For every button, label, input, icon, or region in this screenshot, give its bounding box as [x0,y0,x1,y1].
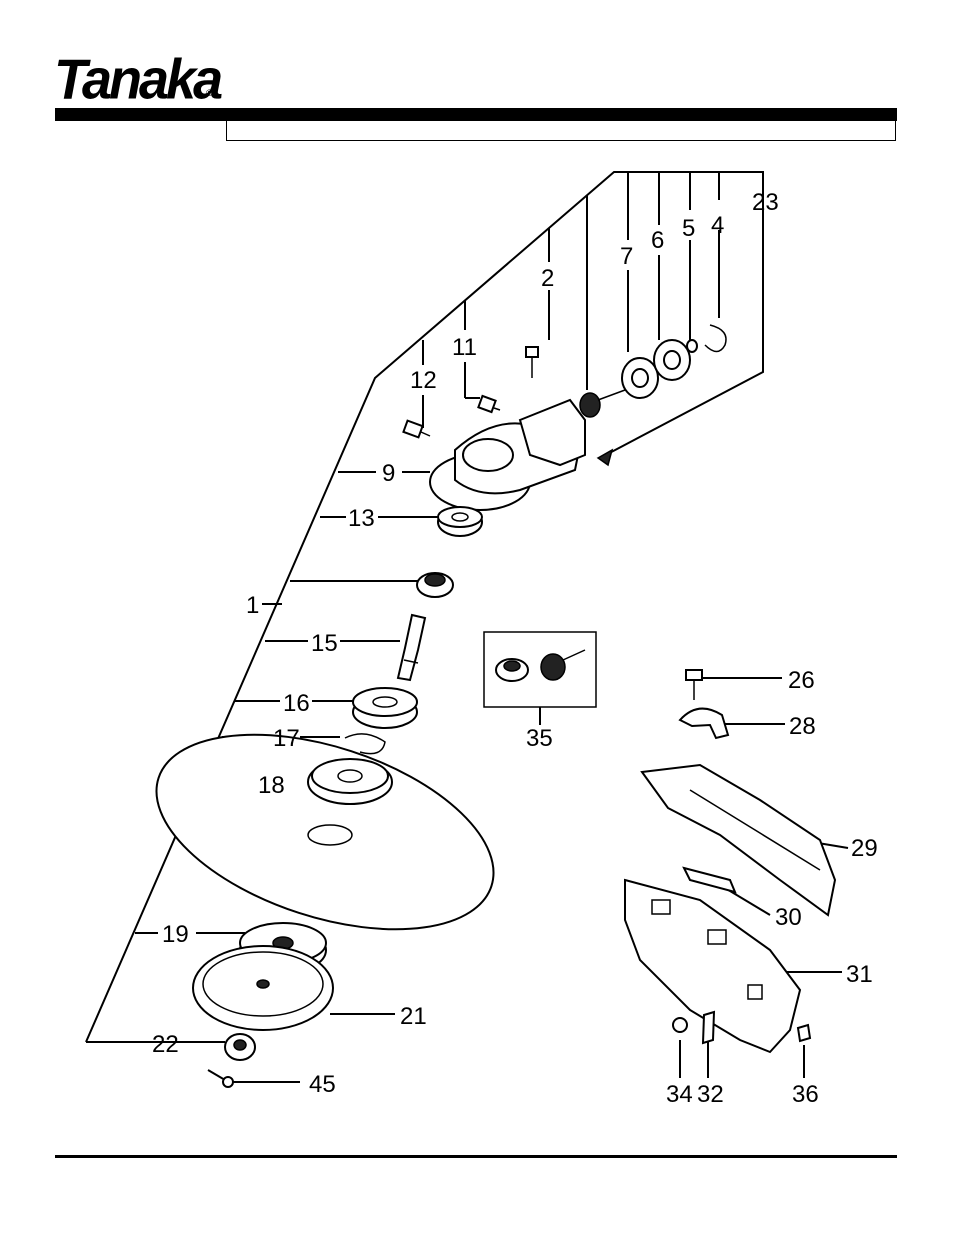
bearing-16 [353,688,417,728]
callout-30: 30 [775,904,802,931]
callout-34: 34 [666,1081,693,1108]
callout-9: 9 [382,460,395,487]
washer-32 [703,1012,714,1043]
callout-21: 21 [400,1003,427,1030]
callout-35: 35 [526,725,553,752]
bearing-13 [438,507,482,536]
footer-rule [55,1155,897,1158]
bolt-12 [403,421,430,438]
callout-36: 36 [792,1081,819,1108]
holder-18 [308,759,392,804]
bolt-11 [478,396,500,412]
callout-16: 16 [283,690,310,717]
washer-5 [687,340,697,352]
callout-1: 1 [246,592,259,619]
callout-29: 29 [851,835,878,862]
gear-case-assembly [430,400,585,510]
callout-12: 12 [410,367,437,394]
callout-23: 23 [752,189,779,216]
callout-15: 15 [311,630,338,657]
callout-11: 11 [452,334,477,361]
clamp-28 [680,709,728,738]
bolt-2 [526,347,538,378]
cup-21 [193,946,333,1030]
pinion-gear [580,390,625,417]
callout-4: 4 [711,212,724,239]
callout-2: 2 [541,265,554,292]
callout-13: 13 [348,505,375,532]
callout-31: 31 [846,961,873,988]
bearing-7 [622,358,658,398]
callout-32: 32 [697,1081,724,1108]
nut-22 [225,1034,255,1060]
bolt-26 [686,670,702,700]
key-23 [598,450,612,465]
snap-ring-4 [705,325,726,352]
callout-26: 26 [788,667,815,694]
callout-22: 22 [152,1031,179,1058]
callout-18: 18 [258,772,285,799]
callout-7: 7 [620,243,633,270]
callout-19: 19 [162,921,189,948]
gear-1 [417,573,453,597]
callout-28: 28 [789,713,816,740]
shaft-15 [398,615,425,680]
bolt-34 [673,1018,687,1032]
callout-45: 45 [309,1071,336,1098]
callout-17: 17 [273,725,300,752]
nut-36 [798,1025,810,1041]
pin-45 [208,1070,233,1087]
bearing-6 [654,340,690,380]
kit-35 [484,632,596,707]
callout-6: 6 [651,227,664,254]
callout-5: 5 [682,215,695,242]
plate-30 [684,868,735,892]
